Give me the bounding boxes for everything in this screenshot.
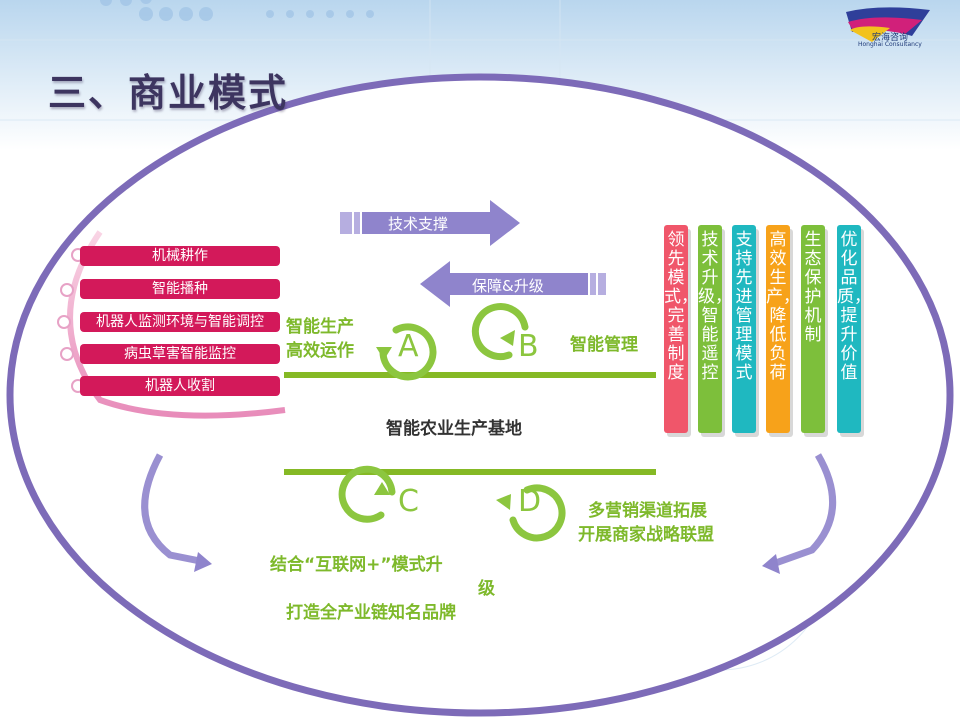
tech-support-label: 技术支撑 (388, 215, 449, 233)
cycle-arrow-a (379, 323, 437, 381)
cycle-d-text-1: 多营销渠道拓展 (588, 501, 707, 521)
left-item: 机械耕作 (80, 246, 280, 266)
right-curve-arrow (768, 453, 837, 569)
left-item: 智能播种 (80, 279, 280, 299)
guarantee-upgrade-label: 保障&升级 (472, 277, 544, 295)
left-item: 病虫草害智能监控 (80, 344, 280, 364)
bottom-green-bar (284, 469, 656, 475)
column-card: 支持先进管理模式 (732, 225, 756, 433)
letter-b: B (518, 329, 539, 364)
pink-arc (67, 230, 286, 419)
letter-d: D (518, 484, 542, 519)
column-card: 优化品质，提升价值 (837, 225, 871, 433)
cycle-b-text: 智能管理 (570, 335, 638, 355)
letter-c: C (398, 484, 419, 519)
guarantee-upgrade-arrow (420, 261, 606, 307)
page-title: 三、商业模式 (48, 71, 289, 115)
cycle-arrow-c (338, 465, 396, 523)
logo-icon (846, 7, 930, 42)
letter-a: A (398, 329, 419, 364)
tech-support-arrow (340, 200, 520, 246)
logo-name: 宏海咨询 (872, 33, 909, 43)
cycle-arrow-d (509, 484, 566, 542)
cycle-c-text-1: 结合“互联网+”模式升 (270, 555, 443, 575)
cycle-a-text-2: 高效运作 (286, 341, 354, 361)
column-card: 技术升级，智能遥控 (698, 225, 732, 433)
column-card: 生态保护机制 (801, 225, 825, 433)
cycle-c-text-3: 打造全产业链知名品牌 (286, 603, 456, 623)
cycle-c-text-2: 级 (478, 579, 495, 599)
column-card: 高效生产，降低负荷 (766, 225, 800, 433)
left-item: 机器人收割 (80, 376, 280, 396)
cycle-a-text-1: 智能生产 (286, 317, 354, 337)
center-label: 智能农业生产基地 (386, 419, 522, 439)
cycle-d-text-2: 开展商家战略联盟 (578, 525, 714, 545)
column-card: 领先模式，完善制度 (664, 225, 698, 433)
left-curve-arrow (141, 453, 206, 566)
cycle-arrow-b (471, 303, 529, 361)
left-item: 机器人监测环境与智能调控 (80, 312, 280, 332)
top-green-bar (284, 372, 656, 378)
logo-subtitle: Honghai Consultancy (858, 41, 922, 48)
